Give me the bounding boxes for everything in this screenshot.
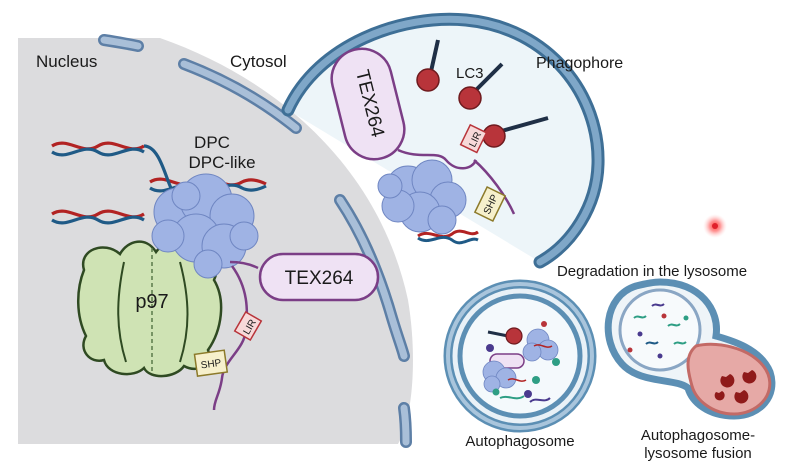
shp-box-phagophore: SHP	[473, 186, 507, 222]
nuclear-envelope	[98, 34, 412, 448]
p97-subunit-line	[179, 261, 189, 363]
lc3-protein	[458, 62, 504, 110]
phagophore-membrane-inner	[284, 15, 602, 266]
tex264-nuclear-label: TEX264	[285, 268, 354, 289]
p97-complex: p97	[76, 240, 223, 378]
lir-box-nuclear: LIR	[233, 310, 263, 342]
autophagosome	[443, 279, 597, 433]
tex264-phagophore: TEX264 LIR SHP	[330, 47, 516, 245]
cytosol-label: Cytosol	[230, 52, 287, 71]
dpc-like-label: DPC-like	[188, 153, 255, 172]
phagophore-label: Phagophore	[536, 55, 623, 72]
dna-strand	[417, 235, 479, 245]
dna-strand	[143, 144, 174, 191]
p97-label: p97	[135, 291, 168, 313]
autophagosome-lysosome-fusion	[604, 278, 776, 420]
nucleus-label: Nucleus	[36, 52, 97, 71]
degradation-label: Degradation in the lysosome	[557, 263, 747, 280]
lir-box-phagophore: LIR	[459, 123, 488, 154]
lc3-protein	[416, 39, 440, 92]
tex264-nuclear: TEX264 LIR SHP	[193, 252, 380, 411]
fusion-label-line2: lysosome fusion	[644, 445, 752, 462]
envelope-segment-4-inner	[400, 404, 410, 446]
protein-blob-phagophore	[377, 159, 467, 235]
lc3-protein	[482, 116, 549, 148]
envelope-segment-2-inner	[180, 60, 300, 132]
fusion-label-line1: Autophagosome-	[641, 427, 755, 444]
shp-box-nuclear: SHP	[193, 349, 229, 377]
p97-subunit-line	[117, 261, 127, 363]
red-glow-core	[712, 223, 718, 229]
lc3-label: LC3	[456, 65, 484, 82]
dpc-label: DPC	[194, 133, 230, 152]
dna-strand	[51, 147, 145, 157]
dna-strand	[51, 215, 145, 225]
svg-text:SHP: SHP	[200, 358, 222, 372]
dna-strand	[417, 229, 479, 239]
autophagosome-label: Autophagosome	[465, 433, 574, 450]
envelope-segment-1-inner	[100, 36, 142, 50]
dpc-protein-blob	[151, 173, 259, 279]
envelope-segment-3-inner	[336, 196, 408, 360]
